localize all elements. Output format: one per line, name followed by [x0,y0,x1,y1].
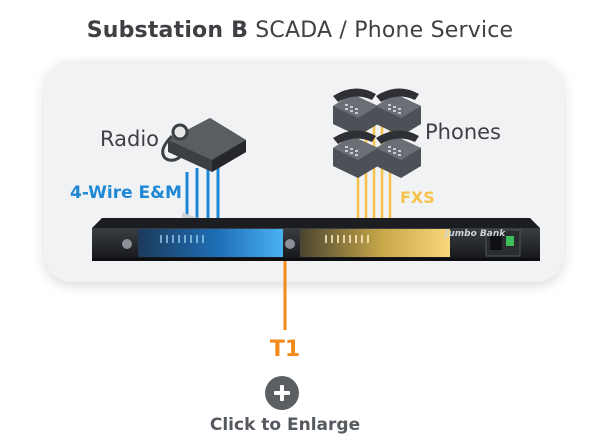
radio-label: Radio [100,127,160,151]
phones-label: Phones [425,120,501,144]
phone-icon-2 [376,88,421,136]
enlarge-button[interactable] [265,376,299,410]
rack-device [92,218,540,261]
phone-icon-3 [333,130,378,178]
page-title: Substation B SCADA / Phone Service [0,18,600,43]
title-bold: Substation B [86,18,249,43]
radio-icon [161,118,246,225]
enlarge-link[interactable]: Click to Enlarge [209,415,361,435]
fxs-label: FXS [400,188,435,207]
four-wire-label: 4-Wire E&M [70,183,182,203]
title-rest: SCADA / Phone Service [248,18,514,43]
device-logo: Jumbo Bank [445,229,506,239]
t1-label: T1 [269,337,301,362]
phone-icon-4 [376,130,421,178]
phone-icon-1 [333,88,378,136]
plus-icon-stroke [280,385,284,401]
